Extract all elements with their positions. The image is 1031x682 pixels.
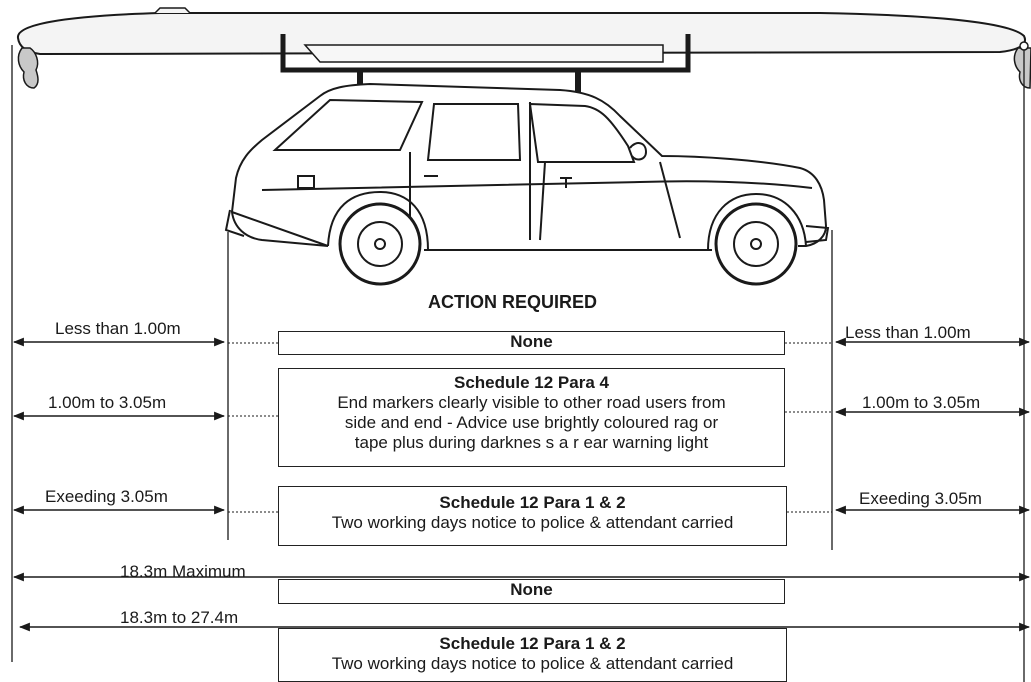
- action-box-line: tape plus during darknes s a r ear warni…: [354, 433, 709, 452]
- action-box-line: Two working days notice to police & atte…: [331, 654, 734, 673]
- action-box-line: side and end - Advice use brightly colou…: [344, 413, 719, 432]
- marker-rag-icon: [17, 41, 1031, 89]
- left-label-exceeding: Exeeding 3.05m: [45, 487, 168, 506]
- action-box-line: Two working days notice to police & atte…: [331, 513, 734, 532]
- action-box-none-length: None: [278, 579, 785, 604]
- action-box-none: None: [278, 331, 785, 355]
- long-load: [17, 7, 1026, 56]
- right-label-1-to-3: 1.00m to 3.05m: [862, 393, 981, 412]
- right-label-less-1m: Less than 1.00m: [845, 323, 971, 342]
- label-18-to-27m: 18.3m to 27.4m: [120, 608, 239, 627]
- label-18m-max: 18.3m Maximum: [120, 562, 246, 581]
- action-box-title: Schedule 12 Para 1 & 2: [439, 493, 626, 512]
- action-box-para-4: Schedule 12 Para 4 End markers clearly v…: [278, 368, 785, 467]
- action-box-para-1-2: Schedule 12 Para 1 & 2 Two working days …: [278, 486, 787, 546]
- action-box-line: End markers clearly visible to other roa…: [337, 393, 726, 412]
- right-label-exceeding: Exeeding 3.05m: [859, 489, 982, 508]
- action-required-heading: ACTION REQUIRED: [428, 292, 598, 312]
- estate-car-illustration: [224, 82, 830, 286]
- action-box-title: Schedule 12 Para 1 & 2: [439, 634, 626, 653]
- left-label-less-1m: Less than 1.00m: [55, 319, 181, 338]
- action-box-title: None: [510, 580, 553, 599]
- left-label-1-to-3: 1.00m to 3.05m: [48, 393, 167, 412]
- action-box-title: None: [510, 332, 553, 351]
- action-box-title: Schedule 12 Para 4: [454, 373, 609, 392]
- action-box-para-1-2-length: Schedule 12 Para 1 & 2 Two working days …: [278, 628, 787, 682]
